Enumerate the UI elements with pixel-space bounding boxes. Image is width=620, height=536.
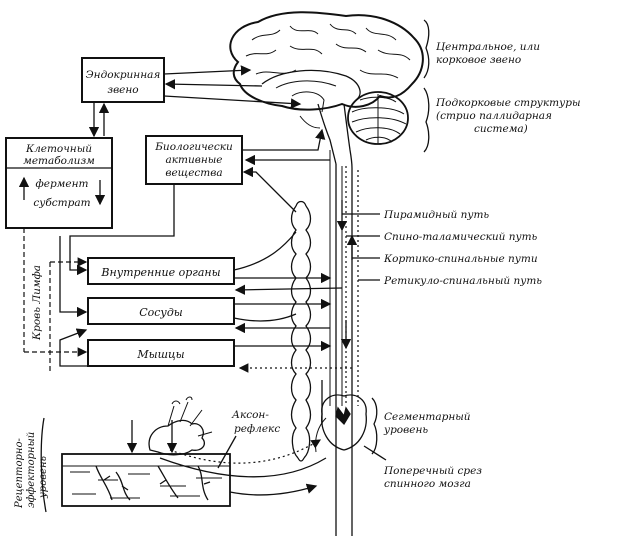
- skin-tissue: [61, 420, 231, 507]
- spinal-cross-section: [315, 394, 367, 453]
- sympathetic-chain: [290, 200, 312, 462]
- reticulospinal-label: Ретикуло-спинальный путь: [383, 275, 542, 287]
- metabolism-box: Клеточный метаболизм фермент субстрат: [5, 137, 113, 229]
- vessels-box: Сосуды: [87, 297, 235, 325]
- bioactive-line3: вещества: [165, 167, 222, 179]
- corticospinal-label: Кортико-спинальные пути: [383, 253, 538, 265]
- cortical-line1: Центральное, или: [436, 41, 540, 53]
- subcortical-line1: Подкорковые структуры: [435, 97, 581, 109]
- muscles-label: Мышцы: [136, 348, 184, 361]
- endocrine-line2: звено: [107, 84, 138, 96]
- axon-reflex-line1: Аксон-: [231, 409, 269, 421]
- bioactive-line1: Биологически: [154, 141, 233, 153]
- organs-box: Внутренние органы: [87, 257, 235, 285]
- vessels-label: Сосуды: [139, 306, 183, 319]
- muscles-box: Мышцы: [87, 339, 235, 367]
- endocrine-box: Эндокринная звено: [81, 57, 165, 103]
- blood-lymph-label: Кровь Лимфа: [31, 265, 43, 341]
- cross-section-line1: Поперечный срез: [383, 465, 482, 477]
- organs-label: Внутренние органы: [100, 266, 220, 279]
- subcortical-label-group: Подкорковые структуры (стрио паллидарная…: [423, 87, 581, 153]
- receptor-line2: эффекторный: [26, 432, 37, 508]
- cortical-line2: корковое звено: [436, 54, 521, 66]
- receptor-line3: уровень: [38, 456, 49, 499]
- subcortical-line3: система): [474, 123, 528, 135]
- spinal-cord: [329, 150, 359, 536]
- pyramidal-label: Пирамидный путь: [383, 209, 489, 221]
- segmental-line2: уровень: [383, 424, 428, 436]
- cerebellum: [347, 91, 409, 145]
- pathway-labels: Пирамидный путь Спино-таламический путь …: [342, 209, 542, 287]
- hand-sketch: [148, 396, 213, 456]
- substrate-label: субстрат: [33, 197, 90, 209]
- bioactive-line2: активные: [165, 154, 222, 166]
- connection-lines: [23, 65, 358, 496]
- cortical-label-group: Центральное, или корковое звено: [423, 19, 540, 79]
- cross-section-line2: спинного мозга: [384, 478, 471, 490]
- segmental-label-group: Сегментарный уровень: [371, 397, 471, 455]
- receptor-line1: Рецепторно-: [14, 438, 25, 509]
- receptor-label-group: Рецепторно- эффекторный уровень: [14, 417, 49, 513]
- cross-section-label-group: Поперечный срез спинного мозга: [363, 445, 482, 490]
- axon-reflex-line2: рефлекс: [234, 423, 280, 435]
- metabolism-line2: метаболизм: [23, 155, 95, 167]
- metabolism-line1: Клеточный: [25, 143, 92, 155]
- axon-reflex-label-group: Аксон- рефлекс: [217, 409, 280, 469]
- endocrine-line1: Эндокринная: [86, 69, 161, 81]
- enzyme-label: фермент: [36, 178, 89, 190]
- subcortical-line2: (стрио паллидарная: [436, 110, 552, 122]
- spinothalamic-label: Спино-таламический путь: [384, 231, 538, 243]
- segmental-line1: Сегментарный: [384, 411, 471, 423]
- brain-illustration: [229, 11, 424, 169]
- bioactive-box: Биологически активные вещества: [145, 135, 243, 185]
